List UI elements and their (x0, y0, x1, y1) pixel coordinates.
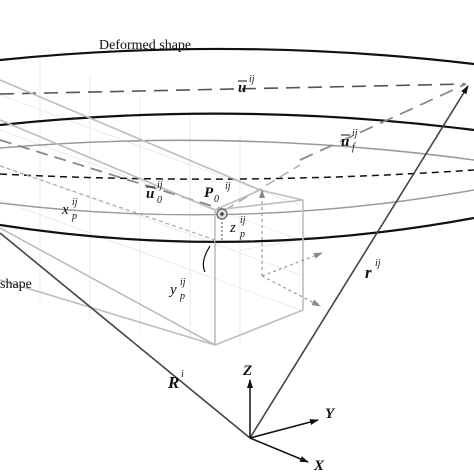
svg-text:ij: ij (157, 180, 163, 191)
svg-text:ij: ij (180, 277, 186, 288)
axis-y-line (249, 419, 319, 439)
undeformed-shape-label: shape (0, 277, 32, 292)
background-grid (0, 60, 301, 345)
p0-point (216, 208, 228, 220)
beam-element-box (0, 79, 304, 346)
R-i-vector (0, 232, 251, 439)
u-bar-label: u ij (238, 74, 255, 96)
svg-text:0: 0 (214, 194, 219, 205)
u-0-to-upper-vector (224, 164, 301, 211)
u-bar-vector (0, 83, 467, 95)
position-vectors (0, 85, 469, 439)
svg-text:p: p (71, 211, 77, 222)
svg-text:i: i (181, 369, 184, 380)
svg-text:f: f (352, 142, 356, 153)
xp-label: x ij p (61, 197, 78, 222)
svg-text:ij: ij (72, 197, 78, 208)
svg-text:u: u (341, 134, 349, 150)
svg-text:ij: ij (352, 128, 358, 139)
r-ij-vector (249, 85, 469, 439)
svg-text:z: z (229, 220, 236, 236)
deformed-mid-curve (0, 112, 474, 132)
svg-text:u: u (146, 186, 154, 202)
svg-text:ij: ij (375, 258, 381, 269)
svg-text:y: y (168, 282, 177, 298)
axis-y-label: Y (325, 406, 336, 422)
svg-text:0: 0 (157, 195, 162, 206)
undeformed-curve-2 (0, 189, 474, 216)
global-axes (247, 379, 319, 463)
svg-text:R: R (167, 373, 179, 392)
local-axes (0, 165, 323, 307)
svg-text:p: p (239, 229, 245, 240)
u-f-label: u ij f (341, 128, 358, 153)
svg-text:ij: ij (240, 215, 246, 226)
svg-text:u: u (238, 80, 246, 96)
svg-text:P: P (204, 185, 214, 201)
deformed-shape-label: Deformed shape (99, 38, 191, 53)
u-f-vector (299, 83, 467, 161)
dashed-axis-curve (0, 169, 474, 180)
p0-label: P 0 ij (204, 181, 231, 205)
zp-label: z ij p (229, 215, 246, 240)
axis-x-label: X (313, 458, 325, 474)
svg-text:p: p (179, 291, 185, 302)
svg-text:ij: ij (249, 74, 255, 85)
displacement-vectors (0, 83, 467, 211)
svg-text:r: r (365, 263, 372, 282)
u-0-label: u ij 0 (146, 180, 163, 206)
svg-text:ij: ij (225, 181, 231, 192)
svg-text:x: x (61, 202, 69, 218)
yp-label: y ij p (168, 277, 186, 302)
r-ij-label: r ij (365, 258, 381, 282)
undeformed-curve-1 (0, 139, 474, 161)
axis-z-label: Z (242, 363, 252, 379)
deformed-lower-curve (0, 216, 474, 244)
yp-leader (202, 245, 211, 273)
deformed-top-curve (0, 47, 474, 66)
deformed-shape-curves (0, 47, 474, 244)
R-i-label: R i (167, 369, 184, 392)
axis-x-line (249, 437, 309, 463)
